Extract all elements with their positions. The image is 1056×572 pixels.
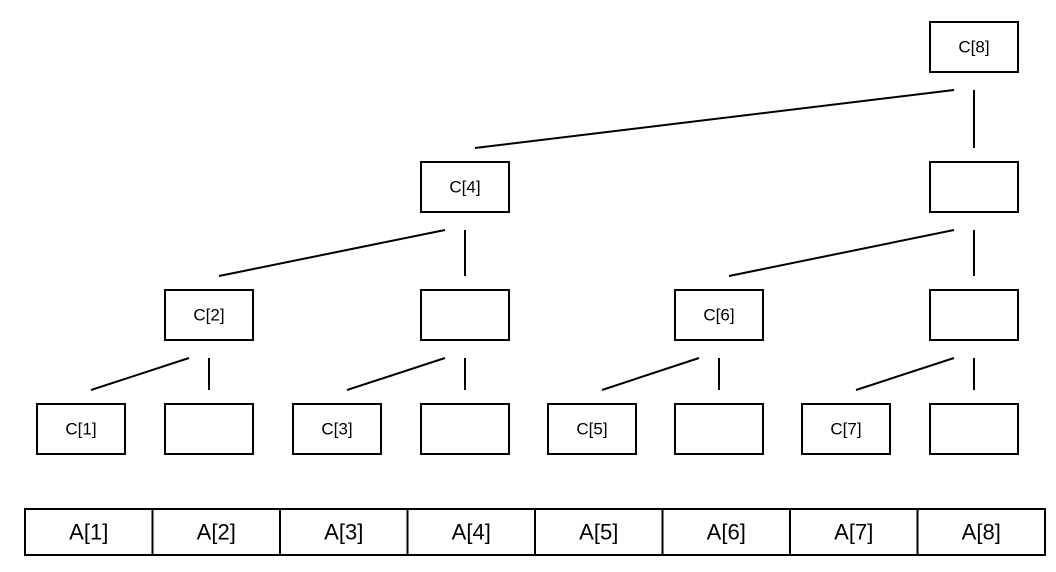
tree-node-empty <box>674 403 764 455</box>
tree-node-c6: C[6] <box>674 289 764 341</box>
tree-node-label: C[7] <box>830 420 861 439</box>
tree-node-box <box>929 289 1019 341</box>
array-cell-box <box>916 508 1046 556</box>
array-cell-label: A[5] <box>579 520 618 545</box>
tree-node-label: C[6] <box>703 306 734 325</box>
tree-node-c8: C[8] <box>929 21 1019 73</box>
tree-node-box <box>929 403 1019 455</box>
array-cell-label: A[4] <box>452 520 491 545</box>
tree-nodes: C[8] C[4] C[2] C[6] C[1] C[3] C[5] C[7] <box>36 21 1019 455</box>
array-row: A[1] A[2] A[3] A[4] A[5] A[6] A[7] A[8] <box>24 508 1046 556</box>
tree-edges <box>90 89 975 391</box>
tree-edge <box>346 357 446 391</box>
tree-edge <box>728 229 955 277</box>
array-cell-label: A[3] <box>324 520 363 545</box>
tree-node-empty <box>929 289 1019 341</box>
tree-node-box <box>292 403 382 455</box>
tree-node-box <box>420 161 510 213</box>
tree-node-box <box>929 161 1019 213</box>
tree-node-empty <box>420 403 510 455</box>
array-cell-label: A[7] <box>834 520 873 545</box>
tree-node-empty <box>929 161 1019 213</box>
array-cell-label: A[6] <box>707 520 746 545</box>
array-cell-6: A[6] <box>661 508 791 556</box>
tree-node-label: C[8] <box>958 38 989 57</box>
array-cell-3: A[3] <box>279 508 409 556</box>
tree-node-label: C[1] <box>65 420 96 439</box>
tree-node-box <box>164 403 254 455</box>
array-cell-label: A[1] <box>69 520 108 545</box>
tree-edge <box>601 357 700 391</box>
tree-node-label: C[3] <box>321 420 352 439</box>
tree-node-c3: C[3] <box>292 403 382 455</box>
array-cell-1: A[1] <box>24 508 154 556</box>
array-cell-box <box>661 508 791 556</box>
tree-node-box <box>547 403 637 455</box>
tree-node-box <box>420 403 510 455</box>
array-cell-label: A[8] <box>962 520 1001 545</box>
tree-node-empty <box>420 289 510 341</box>
tree-edge <box>90 357 190 391</box>
array-cell-box <box>24 508 154 556</box>
array-cell-7: A[7] <box>789 508 919 556</box>
tree-node-box <box>674 403 764 455</box>
array-cell-8: A[8] <box>916 508 1046 556</box>
tree-node-c4: C[4] <box>420 161 510 213</box>
tree-edge <box>474 89 955 149</box>
array-cell-label: A[2] <box>197 520 236 545</box>
tree-node-label: C[5] <box>576 420 607 439</box>
tree-node-empty <box>929 403 1019 455</box>
array-cell-box <box>279 508 409 556</box>
tree-node-label: C[4] <box>449 178 480 197</box>
tree-node-label: C[2] <box>193 306 224 325</box>
array-cell-5: A[5] <box>534 508 664 556</box>
tree-edge <box>218 229 446 277</box>
tree-node-box <box>420 289 510 341</box>
tree-node-empty <box>164 403 254 455</box>
tree-node-c2: C[2] <box>164 289 254 341</box>
tree-node-c1: C[1] <box>36 403 126 455</box>
array-cell-box <box>534 508 664 556</box>
tree-node-box <box>164 289 254 341</box>
tree-node-c7: C[7] <box>801 403 891 455</box>
tree-node-c5: C[5] <box>547 403 637 455</box>
tree-node-box <box>801 403 891 455</box>
tree-edge <box>855 357 955 391</box>
tree-node-box <box>36 403 126 455</box>
tree-node-box <box>674 289 764 341</box>
array-cell-4: A[4] <box>406 508 536 556</box>
tree-node-box <box>929 21 1019 73</box>
array-cell-2: A[2] <box>151 508 281 556</box>
